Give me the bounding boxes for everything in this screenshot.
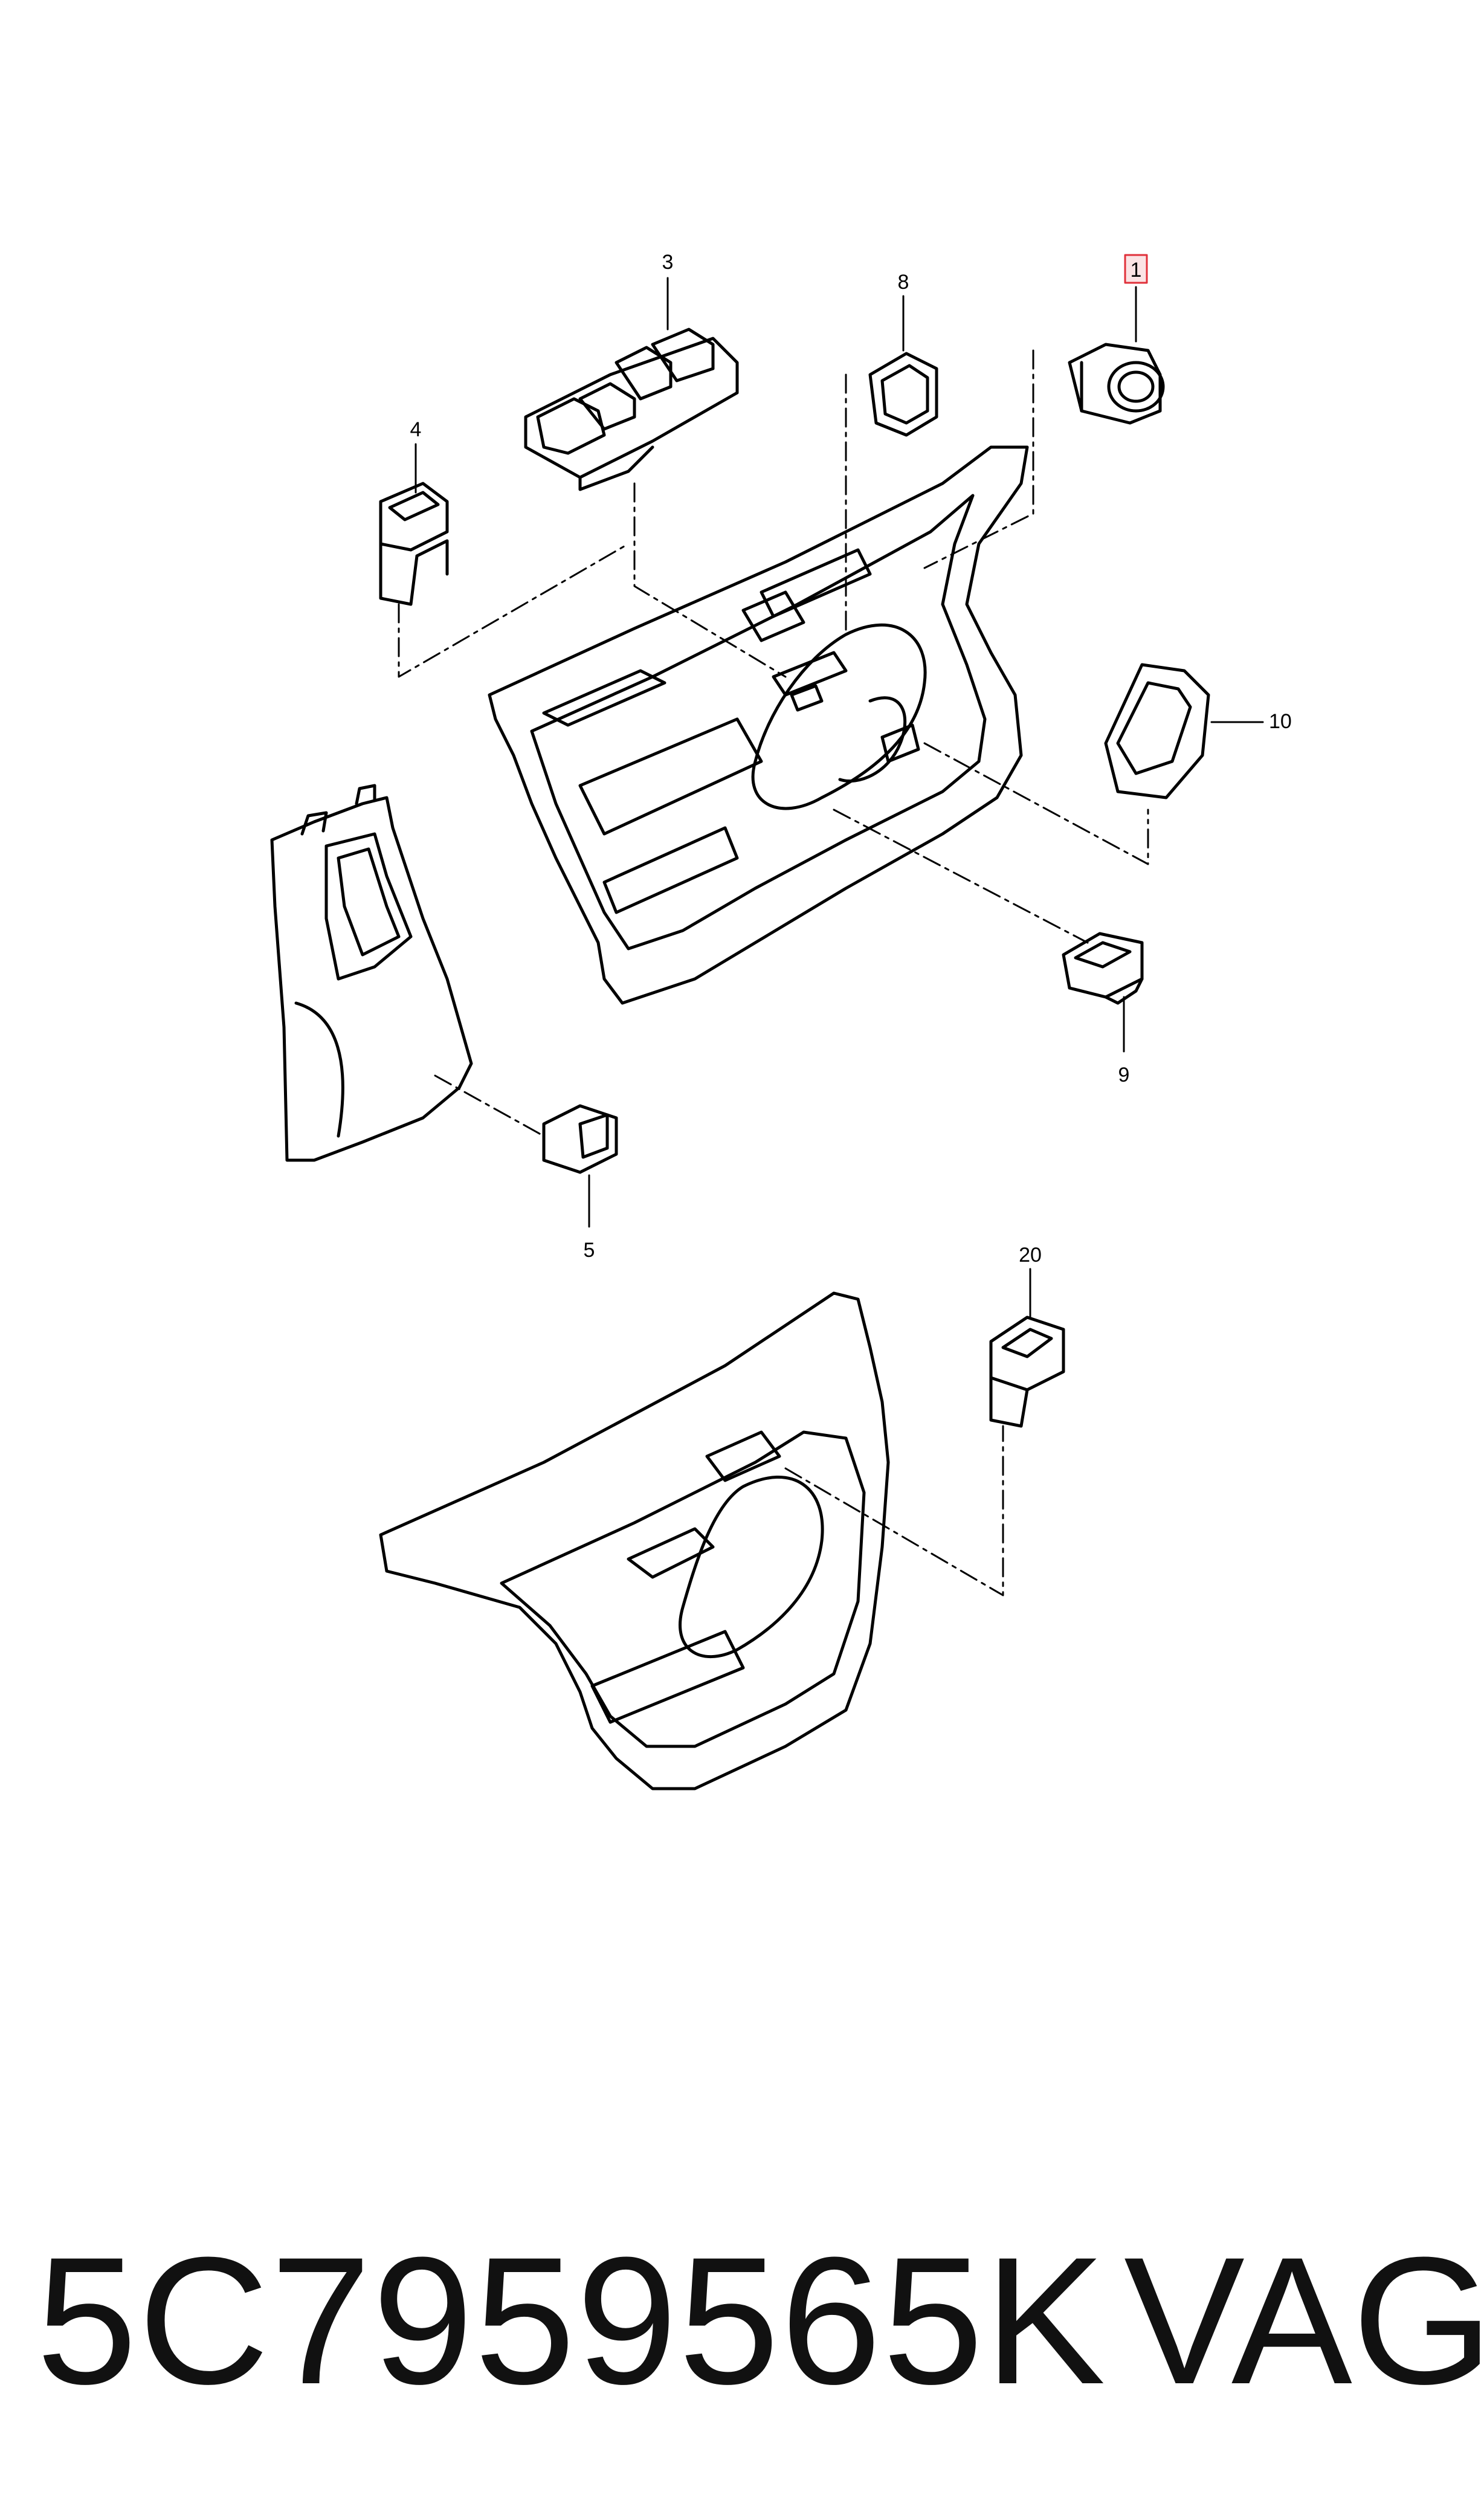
callout-label-1: 1 bbox=[1131, 259, 1142, 282]
window-switch-part-3 bbox=[524, 328, 739, 491]
callout-label-4: 4 bbox=[410, 418, 422, 441]
front-door-panel bbox=[488, 445, 1029, 1005]
callout-label-10: 10 bbox=[1269, 710, 1292, 733]
callout-label-9: 9 bbox=[1118, 1064, 1130, 1086]
callout-label-5: 5 bbox=[584, 1239, 595, 1262]
pillar-trim bbox=[270, 784, 473, 1162]
handle-part-10 bbox=[1104, 663, 1210, 799]
part-number: 5C7959565K bbox=[36, 2219, 1107, 2422]
switch-part-8 bbox=[868, 352, 938, 437]
switch-part-5 bbox=[542, 1104, 618, 1174]
switch-part-9 bbox=[1062, 932, 1144, 1005]
mirror-switch-part-1 bbox=[1068, 343, 1165, 425]
callout-label-3: 3 bbox=[662, 251, 674, 274]
callout-leaders bbox=[415, 277, 1264, 1319]
exploded-parts-diagram: 1 3 4 5 8 9 10 20 bbox=[270, 251, 1292, 1790]
callout-label-8: 8 bbox=[898, 271, 909, 294]
brand-label: VAG bbox=[1124, 2219, 1484, 2422]
leader-lines bbox=[398, 349, 1149, 1596]
callout-label-20: 20 bbox=[1019, 1244, 1042, 1267]
rear-door-panel bbox=[379, 1291, 890, 1790]
switch-part-4 bbox=[379, 482, 449, 606]
switch-part-20 bbox=[989, 1315, 1065, 1428]
highlight-box-1 bbox=[1124, 254, 1148, 284]
